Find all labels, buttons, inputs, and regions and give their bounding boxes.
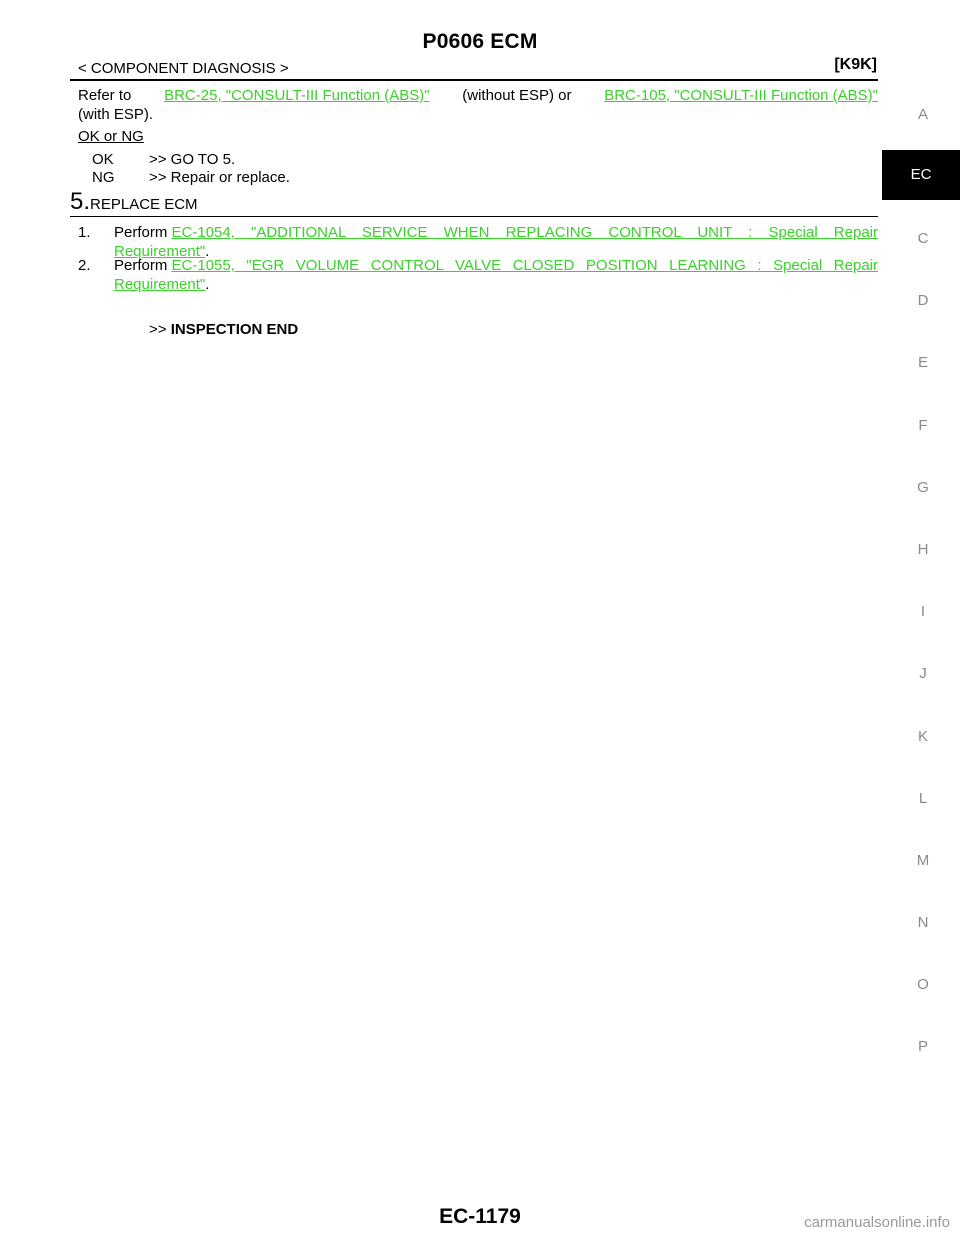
- item-number: 1.: [78, 224, 91, 241]
- link-ec-1055-cont[interactable]: Requirement": [114, 276, 206, 293]
- section-index-tabs: A EC C D E F G H I J K L M N O P: [880, 0, 960, 1242]
- step-item-2: 2. Perform EC-1055, "EGR VOLUME CONTROL …: [78, 256, 878, 294]
- step-item-1: 1. Perform EC-1054, "ADDITIONAL SERVICE …: [78, 223, 878, 261]
- section-label: < COMPONENT DIAGNOSIS >: [78, 60, 289, 77]
- tab-g[interactable]: G: [917, 479, 929, 496]
- refer-middle: (without ESP) or: [462, 87, 572, 104]
- ok-action: >> GO TO 5.: [149, 151, 236, 168]
- ng-label: NG: [92, 169, 115, 186]
- link-ec-1054-cont[interactable]: Requirement": [114, 243, 206, 260]
- tab-h[interactable]: H: [917, 541, 929, 558]
- page-title: P0606 ECM: [422, 30, 538, 53]
- end-text: INSPECTION END: [170, 321, 299, 338]
- inspection-end: >> INSPECTION END: [149, 320, 298, 339]
- link-ec-1055[interactable]: EC-1055, "EGR VOLUME CONTROL VALVE CLOSE…: [171, 257, 878, 274]
- tab-p[interactable]: P: [917, 1038, 928, 1055]
- item-number: 2.: [78, 257, 91, 274]
- step-5-heading: 5.REPLACE ECM: [70, 190, 198, 214]
- tab-f[interactable]: F: [918, 417, 928, 434]
- ng-action: >> Repair or replace.: [149, 169, 290, 186]
- link-ec-1054[interactable]: EC-1054, "ADDITIONAL SERVICE WHEN REPLAC…: [171, 224, 878, 241]
- tab-j[interactable]: J: [919, 665, 927, 682]
- tab-d[interactable]: D: [917, 292, 929, 309]
- refer-prefix: Refer to: [78, 87, 132, 104]
- tab-m[interactable]: M: [916, 852, 930, 869]
- item-suffix: .: [205, 276, 210, 293]
- watermark: carmanualsonline.info: [804, 1214, 950, 1231]
- step-divider: [70, 216, 878, 217]
- page-number: EC-1179: [439, 1205, 521, 1228]
- item-prefix: Perform: [114, 224, 168, 241]
- tab-e[interactable]: E: [917, 354, 928, 371]
- model-code: [K9K]: [834, 56, 877, 73]
- tab-k[interactable]: K: [917, 728, 928, 745]
- tab-ec[interactable]: EC: [882, 150, 960, 200]
- tab-n[interactable]: N: [917, 914, 929, 931]
- item-prefix: Perform: [114, 257, 168, 274]
- refer-paragraph: Refer to BRC-25, "CONSULT-III Function (…: [78, 86, 878, 124]
- header-divider: [70, 79, 878, 81]
- ok-ng-heading: OK or NG: [78, 128, 144, 145]
- tab-c[interactable]: C: [917, 230, 929, 247]
- item-suffix: .: [205, 243, 210, 260]
- step-title: REPLACE ECM: [90, 196, 198, 213]
- link-brc-25[interactable]: BRC-25, "CONSULT-III Function (ABS)": [164, 87, 430, 104]
- ok-label: OK: [92, 151, 114, 168]
- link-brc-105[interactable]: BRC-105, "CONSULT-III Function (ABS)": [604, 87, 878, 104]
- tab-a[interactable]: A: [917, 106, 928, 123]
- step-number: 5.: [70, 188, 91, 215]
- end-prefix: >>: [149, 321, 167, 338]
- tab-l[interactable]: L: [918, 790, 928, 807]
- tab-i[interactable]: I: [920, 603, 926, 620]
- refer-suffix: (with ESP).: [78, 106, 154, 123]
- tab-o[interactable]: O: [917, 976, 929, 993]
